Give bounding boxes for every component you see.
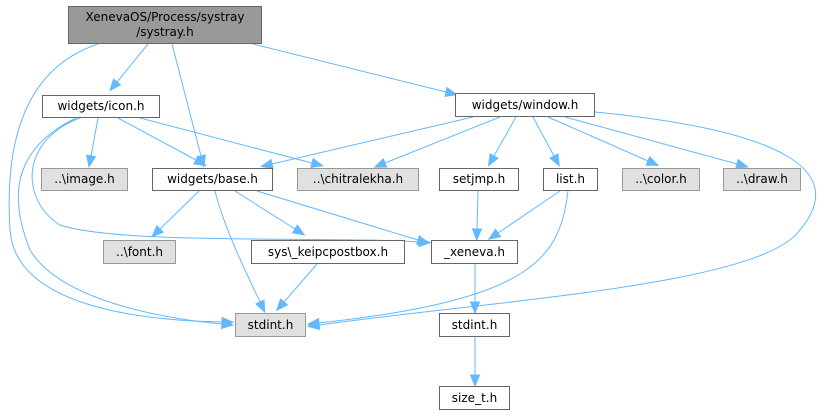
- arrowhead-base-to-font: [151, 224, 165, 238]
- arrowhead-window-to-draw: [735, 158, 749, 169]
- arrowhead-icon-to-stdint_ext: [220, 318, 235, 330]
- arrowhead-window-to-setjmp: [487, 152, 499, 167]
- edge-base-to-font: [159, 190, 200, 230]
- node-stdint-h[interactable]: stdint.h: [439, 313, 510, 337]
- node-setjmp-h[interactable]: setjmp.h: [439, 168, 519, 191]
- edge-window-to-stdint_ext: [318, 111, 817, 326]
- node-list-h[interactable]: list.h: [543, 168, 598, 191]
- arrowhead-icon-to-base: [193, 155, 207, 166]
- arrowhead-window-to-list: [549, 153, 560, 167]
- edge-systray-to-window: [252, 43, 447, 93]
- node-systray-h: XenevaOS/Process/systray /systray.h: [68, 6, 262, 44]
- node-xeneva-h[interactable]: _xeneva.h: [431, 240, 518, 264]
- edge-window-to-list: [532, 116, 555, 157]
- node-image-h: ..\image.h: [41, 168, 128, 191]
- arrowhead-icon-to-image: [85, 154, 97, 169]
- arrowhead-list-to-xeneva: [487, 228, 502, 240]
- edge-icon-to-chitralekha: [139, 117, 313, 164]
- edges-layer: [8, 43, 817, 388]
- edge-base-to-stdint_ext: [214, 190, 261, 303]
- arrowhead-base-to-xeneva: [415, 234, 430, 245]
- arrowhead-systray-to-window: [444, 86, 458, 97]
- node-widgets-icon-h[interactable]: widgets/icon.h: [42, 95, 160, 118]
- edge-systray-to-stdint_ext: [8, 43, 223, 323]
- edge-icon-to-image: [90, 117, 99, 157]
- arrowhead-window-to-base: [260, 158, 274, 169]
- edge-window-to-draw: [564, 116, 738, 165]
- edge-icon-to-base: [117, 117, 197, 161]
- node-stdint-h-external: stdint.h: [235, 313, 306, 337]
- node-chitralekha-h: ..\chitralekha.h: [297, 168, 419, 191]
- edge-setjmp-to-xeneva: [476, 190, 479, 230]
- node-widgets-window-h[interactable]: widgets/window.h: [455, 93, 595, 117]
- edge-systray-to-base: [171, 43, 202, 157]
- node-widgets-base-h[interactable]: widgets/base.h: [152, 168, 273, 191]
- edge-window-to-color: [547, 116, 649, 162]
- node-color-h: ..\color.h: [622, 168, 700, 191]
- edge-systray-to-icon: [116, 43, 149, 83]
- node-size-t-h[interactable]: size_t.h: [439, 386, 510, 410]
- edge-base-to-xeneva: [256, 190, 419, 241]
- arrowhead-keipc-to-stdint_ext: [275, 298, 289, 312]
- edge-window-to-chitralekha: [384, 116, 501, 164]
- node-font-h: ..\font.h: [103, 240, 176, 264]
- edge-list-to-xeneva: [497, 190, 561, 234]
- arrowhead-base-to-keipc: [291, 224, 306, 236]
- edge-list-to-stdint_ext: [318, 190, 569, 324]
- arrowhead-window-to-color: [645, 155, 660, 166]
- arrowhead-list-to-stdint_ext: [306, 317, 321, 329]
- arrowhead-xeneva-to-stdint: [469, 301, 481, 315]
- edge-window-to-setjmp: [493, 116, 517, 157]
- edge-icon-to-xeneva: [31, 117, 420, 243]
- edge-base-to-keipc: [234, 190, 296, 230]
- edge-icon-to-stdint_ext: [17, 117, 223, 325]
- edge-window-to-base: [271, 116, 474, 165]
- arrowhead-window-to-chitralekha: [373, 157, 388, 168]
- arrowhead-stdint-to-size_t: [469, 374, 481, 388]
- arrowhead-base-to-stdint_ext: [255, 299, 266, 314]
- edge-keipc-to-stdint_ext: [283, 263, 318, 303]
- arrowhead-systray-to-icon: [109, 78, 122, 92]
- arrowhead-icon-to-chitralekha: [310, 157, 324, 168]
- arrowhead-setjmp-to-xeneva: [471, 228, 483, 242]
- node-draw-h: ..\draw.h: [723, 168, 801, 191]
- node-sys-keipcpostbox-h[interactable]: sys\_keipcpostbox.h: [251, 240, 405, 264]
